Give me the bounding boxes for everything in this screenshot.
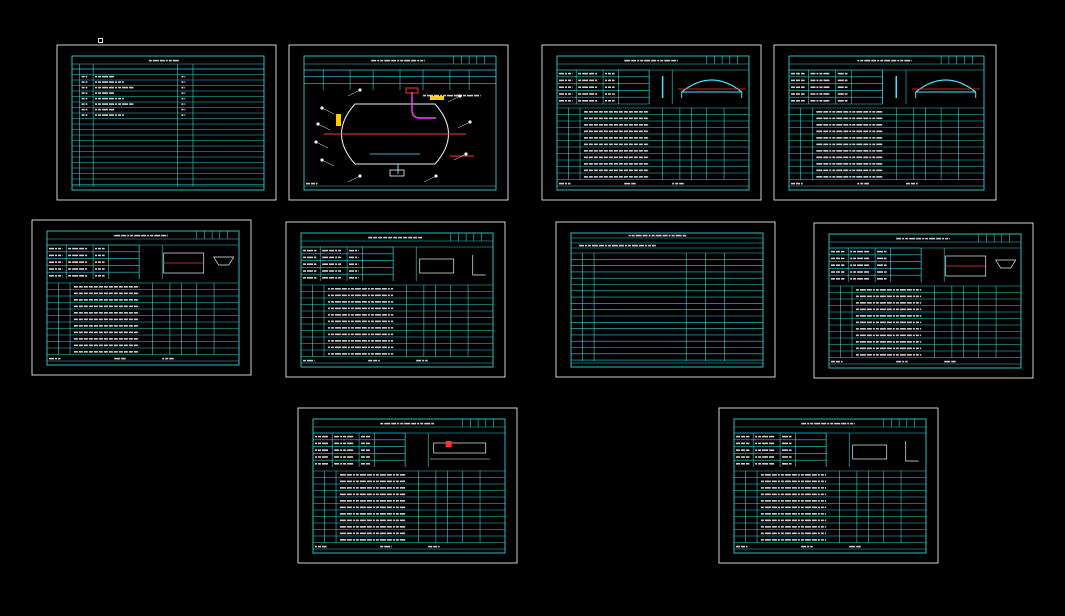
sheet-inner-frame (71, 55, 265, 191)
head-profile-icon (681, 79, 743, 93)
sheet-border (297, 407, 518, 564)
sheet-inner-frame (300, 232, 494, 368)
support-icon (336, 114, 341, 126)
nozzle-mark-icon (445, 441, 452, 447)
part-sheet-head-1 (541, 44, 762, 201)
weld-detail-icon (213, 256, 235, 266)
pipe-view-icon (433, 442, 487, 454)
sheet-border (541, 44, 762, 201)
sheet-inner-frame (570, 232, 764, 368)
sheet-inner-frame (312, 418, 506, 554)
weld-detail-icon (995, 259, 1017, 269)
vessel-body-icon (341, 103, 449, 165)
part-sheet-7 (297, 407, 518, 564)
part-sheet-5 (555, 221, 776, 378)
head-profile-icon (915, 79, 977, 93)
part-sheet-4 (285, 221, 506, 378)
sheet-inner-frame (556, 55, 750, 191)
plate-view-icon (419, 258, 455, 274)
sheet-border (56, 44, 277, 201)
angle-detail-icon (905, 441, 919, 462)
part-sheet-8 (718, 407, 939, 564)
nozzle-flange-icon (405, 87, 419, 94)
inlet-pipe-icon (411, 92, 436, 119)
sheet-border (555, 221, 776, 378)
sheet-inner-frame (788, 55, 985, 191)
cover-sheet (56, 44, 277, 201)
part-sheet-head-2 (773, 44, 997, 201)
sheet-border (773, 44, 997, 201)
plate-view-icon (852, 444, 888, 460)
sheet-border (718, 407, 939, 564)
sheet-inner-frame (46, 230, 240, 366)
part-sheet-3 (31, 219, 252, 376)
part-sheet-6 (813, 222, 1034, 379)
sheet-border (285, 221, 506, 378)
sheet-inner-frame (828, 233, 1022, 369)
sheet-inner-frame (303, 55, 497, 191)
sheet-border (288, 44, 509, 201)
vessel-assembly (288, 44, 509, 201)
drain-nozzle-icon (389, 169, 405, 177)
manhole-icon (430, 96, 444, 100)
angle-detail-icon (472, 255, 486, 276)
sheet-border (31, 219, 252, 376)
sheet-inner-frame (733, 418, 927, 554)
sheet-border (813, 222, 1034, 379)
ucs-grip-icon[interactable] (98, 38, 103, 43)
